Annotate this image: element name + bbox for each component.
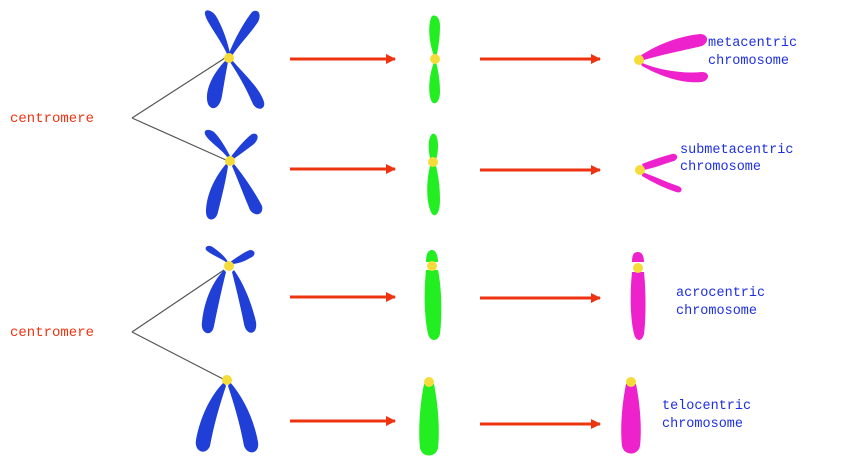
chromatid-submetacentric bbox=[427, 134, 440, 216]
pointer-line bbox=[132, 332, 225, 380]
centromere-dot bbox=[224, 261, 234, 271]
type-label-line2: chromosome bbox=[680, 160, 761, 175]
chromosome-metacentric bbox=[634, 34, 708, 82]
centromere-dot bbox=[626, 377, 636, 387]
type-label-line1: metacentric bbox=[708, 36, 797, 51]
centromere-dot bbox=[634, 55, 644, 65]
row-metacentric: metacentric chromosome bbox=[205, 10, 797, 108]
replicated-chromosome-metacentric bbox=[205, 10, 264, 108]
type-label-line2: chromosome bbox=[676, 304, 757, 319]
chromosome-acrocentric bbox=[631, 252, 646, 340]
type-label-line1: submetacentric bbox=[680, 143, 793, 158]
centromere-dot bbox=[428, 157, 438, 167]
centromere-dot bbox=[635, 165, 645, 175]
type-label-line2: chromosome bbox=[708, 54, 789, 69]
replicated-chromosome-telocentric bbox=[196, 375, 258, 452]
centromere-dot bbox=[225, 156, 235, 166]
replicated-chromosome-submetacentric bbox=[205, 130, 263, 220]
row-submetacentric: submetacentric chromosome bbox=[205, 130, 794, 220]
chromatid-acrocentric bbox=[425, 250, 442, 340]
centromere-dot bbox=[633, 263, 643, 273]
centromere-dot bbox=[424, 377, 434, 387]
centromere-dot bbox=[224, 53, 234, 63]
centromere-pointer-bottom: centromere bbox=[10, 270, 225, 380]
row-telocentric: telocentric chromosome bbox=[196, 375, 751, 456]
chromosome-submetacentric bbox=[635, 154, 682, 193]
chromosome-telocentric bbox=[621, 377, 641, 454]
centromere-label-bottom: centromere bbox=[10, 325, 94, 341]
type-label-line1: telocentric bbox=[662, 399, 751, 414]
replicated-chromosome-acrocentric bbox=[202, 246, 256, 333]
centromere-pointer-top: centromere bbox=[10, 58, 226, 160]
chromatid-telocentric bbox=[419, 377, 439, 456]
centromere-dot bbox=[430, 54, 440, 64]
centromere-dot bbox=[222, 375, 232, 385]
centromere-dot bbox=[427, 261, 437, 271]
type-label-line1: acrocentric bbox=[676, 286, 765, 301]
chromatid-metacentric bbox=[429, 15, 440, 103]
centromere-label-top: centromere bbox=[10, 111, 94, 127]
type-label-line2: chromosome bbox=[662, 417, 743, 432]
row-acrocentric: acrocentric chromosome bbox=[202, 246, 765, 340]
